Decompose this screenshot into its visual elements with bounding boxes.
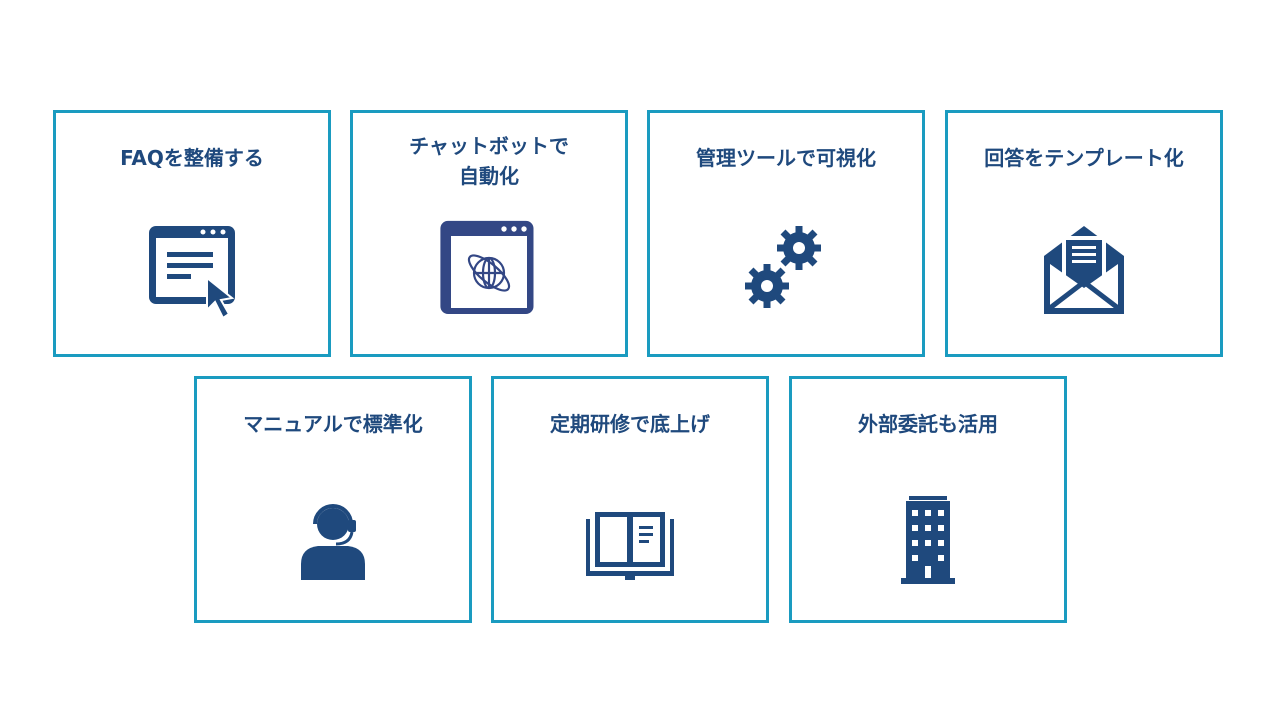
office-building-icon	[873, 484, 983, 594]
card-admin-tool: 管理ツールで可視化	[647, 110, 925, 357]
open-book-icon	[575, 484, 685, 594]
browser-cursor-icon	[137, 218, 247, 328]
card-title: 回答をテンプレート化	[984, 146, 1184, 170]
card-manual: マニュアルで標準化	[194, 376, 472, 623]
card-outsourcing: 外部委託も活用	[789, 376, 1067, 623]
operator-headset-icon	[278, 484, 388, 594]
card-chatbot: チャットボットで 自動化	[350, 110, 628, 357]
card-template: 回答をテンプレート化	[945, 110, 1223, 357]
gears-icon	[731, 218, 841, 328]
card-training: 定期研修で底上げ	[491, 376, 769, 623]
browser-globe-icon	[434, 218, 544, 328]
card-title: チャットボットで 自動化	[409, 134, 569, 188]
card-title: マニュアルで標準化	[243, 412, 423, 436]
envelope-document-icon	[1029, 218, 1139, 328]
card-title: 管理ツールで可視化	[696, 146, 876, 170]
card-title: 定期研修で底上げ	[550, 412, 710, 436]
card-title: FAQを整備する	[120, 146, 264, 170]
card-title: 外部委託も活用	[858, 412, 998, 436]
card-faq: FAQを整備する	[53, 110, 331, 357]
